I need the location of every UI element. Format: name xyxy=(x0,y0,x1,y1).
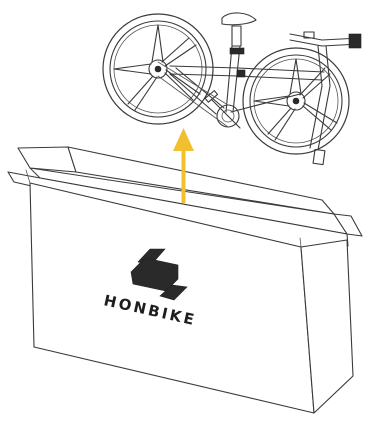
front-wheel xyxy=(243,48,349,154)
bike-handlebar xyxy=(290,32,361,48)
bike-seat xyxy=(222,13,256,54)
box-flap-back-left xyxy=(18,147,76,172)
bicycle-icon xyxy=(103,13,361,165)
rear-wheel xyxy=(103,14,213,124)
